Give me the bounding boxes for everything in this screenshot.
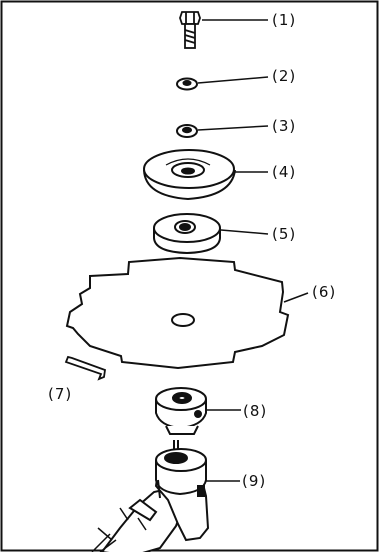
label-7: (7) (48, 385, 73, 403)
lock-washer-part (176, 124, 198, 138)
leader-2 (197, 76, 269, 84)
leader-3 (197, 125, 269, 131)
label-4: (4) (272, 163, 297, 181)
label-5: (5) (272, 225, 297, 243)
upper-holder-part (153, 213, 221, 255)
leader-6 (283, 292, 309, 303)
label-8: (8) (243, 402, 268, 420)
label-2: (2) (272, 67, 297, 85)
bolt-part (179, 11, 201, 49)
leader-5 (220, 229, 269, 235)
label-6: (6) (312, 283, 337, 301)
small-washer-part (176, 77, 198, 91)
gear-case-part (91, 440, 210, 552)
label-3: (3) (272, 117, 297, 135)
label-1: (1) (272, 11, 297, 29)
blade-cover-part (143, 149, 236, 201)
blade-part (65, 256, 290, 370)
lower-holder-part (155, 387, 207, 435)
label-9: (9) (242, 472, 267, 490)
tool-part (64, 355, 106, 381)
